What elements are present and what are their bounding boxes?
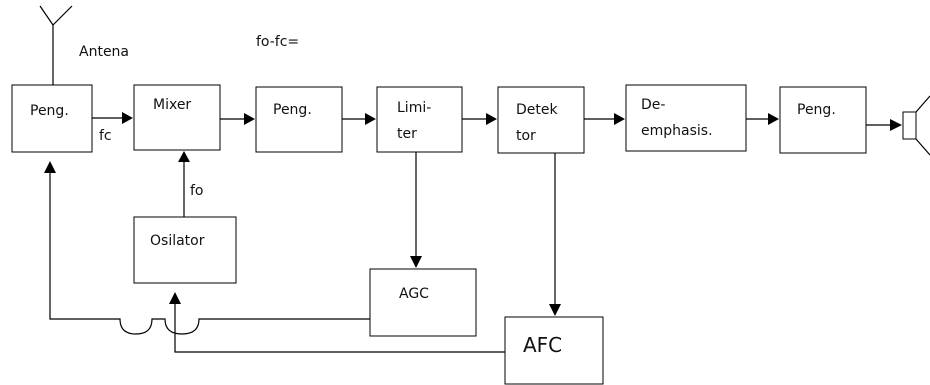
- arrow-peng1-mixer: [92, 112, 133, 124]
- block-agc-label: AGC: [399, 286, 429, 302]
- block-mixer-label: Mixer: [153, 97, 191, 113]
- block-limiter: Limi- ter: [376, 86, 463, 153]
- block-deemphasis-label-2: emphasis.: [641, 123, 713, 139]
- fo-fc-label: fo-fc=: [256, 34, 299, 50]
- block-peng-1: Peng.: [11, 84, 93, 153]
- block-peng-2-label: Peng.: [273, 102, 312, 118]
- block-detektor: Detek tor: [497, 86, 585, 154]
- fc-label: fc: [99, 128, 112, 144]
- block-detektor-label-2: tor: [516, 128, 536, 144]
- block-agc: AGC: [369, 268, 477, 337]
- block-peng-1-label: Peng.: [30, 103, 69, 119]
- arrow-mixer-peng2: [220, 113, 255, 125]
- antenna-label: Antena: [79, 44, 129, 60]
- arrow-detektor-deemphasis: [584, 113, 625, 125]
- antenna-icon: [39, 5, 73, 85]
- block-deemphasis-label-1: De-: [641, 97, 665, 113]
- arrow-detektor-afc: [549, 153, 561, 316]
- arrow-peng2-limiter: [342, 113, 376, 125]
- agc-feedback-line: [44, 161, 370, 335]
- arrow-deemphasis-peng3: [746, 113, 779, 125]
- block-limiter-label-2: ter: [397, 126, 417, 142]
- block-peng-3: Peng.: [779, 86, 867, 154]
- afc-feedback-line: [169, 292, 505, 353]
- block-afc: AFC: [504, 316, 604, 385]
- block-deemphasis: De- emphasis.: [625, 84, 747, 152]
- block-osilator-label: Osilator: [150, 233, 205, 249]
- arrow-limiter-detektor: [462, 113, 497, 125]
- block-mixer: Mixer: [133, 84, 221, 151]
- arrow-limiter-agc: [410, 152, 422, 268]
- fo-label: fo: [190, 183, 204, 199]
- block-detektor-label-1: Detek: [516, 102, 558, 118]
- arrow-peng3-speaker: [866, 119, 902, 131]
- block-limiter-label-1: Limi-: [397, 100, 431, 116]
- block-osilator: Osilator: [133, 216, 237, 284]
- block-peng-3-label: Peng.: [797, 102, 836, 118]
- block-afc-label: AFC: [523, 333, 562, 357]
- arrow-osilator-mixer: [178, 151, 190, 217]
- block-peng-2: Peng.: [255, 86, 343, 153]
- speaker-icon: [902, 95, 930, 156]
